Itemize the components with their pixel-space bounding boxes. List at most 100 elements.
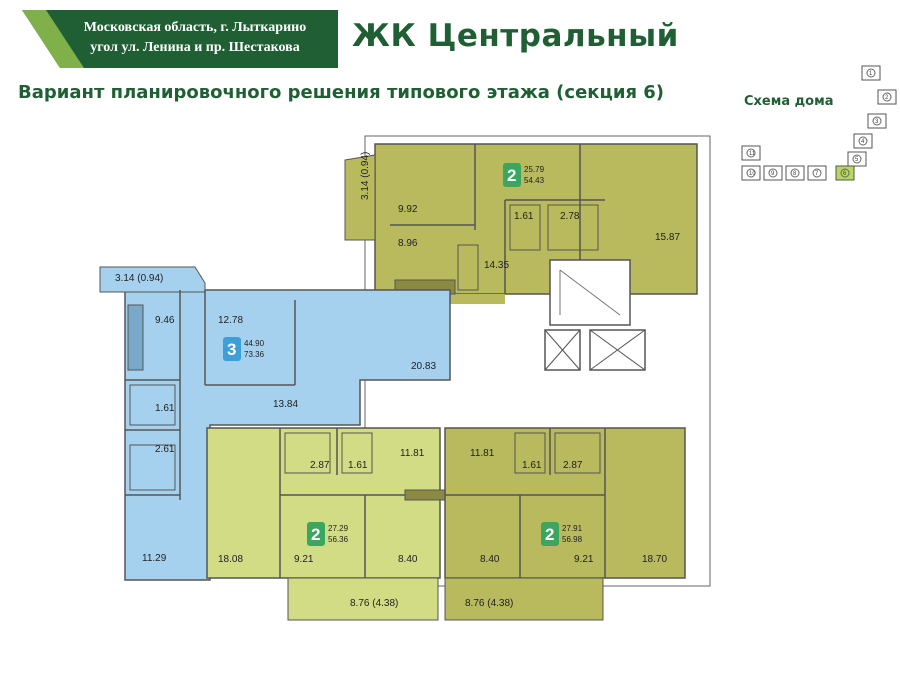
toilet-fixture <box>514 432 546 474</box>
living-area: 27.91 <box>562 524 583 533</box>
area-label: 8.40 <box>480 554 500 565</box>
scheme-section-marker <box>812 168 822 178</box>
scheme-section <box>847 151 867 167</box>
rooms-count: 2 <box>545 525 554 544</box>
area-label: 2.78 <box>560 211 580 222</box>
scheme-section-number: 7 <box>815 171 819 177</box>
kitchen-counter <box>127 304 144 371</box>
scheme-section-number: 6 <box>843 171 847 177</box>
scheme-section-marker <box>852 154 862 164</box>
banner-stripe <box>22 10 84 68</box>
apartment-badge-left: 3 44.90 73.36 <box>223 337 265 361</box>
page-title: ЖК Центральный <box>352 18 679 54</box>
bath-fixture <box>554 432 601 474</box>
scheme-section-number: 5 <box>855 157 859 163</box>
scheme-section <box>861 65 881 81</box>
scheme-section <box>835 165 855 181</box>
area-label: 8.40 <box>398 554 418 565</box>
apartment-badge-top: 2 25.79 54.43 <box>503 163 545 187</box>
stair-line <box>559 269 621 316</box>
scheme-section <box>785 165 805 181</box>
scheme-section <box>807 165 827 181</box>
rooms-count: 3 <box>227 340 236 359</box>
scheme-section-number: 11 <box>749 151 756 157</box>
elevator-cross <box>544 329 581 371</box>
address-line-2: угол ул. Ленина и пр. Шестакова <box>90 40 300 55</box>
area-label: 2.87 <box>563 460 583 471</box>
area-label: 18.70 <box>642 554 667 565</box>
scheme-section-number: 8 <box>793 171 797 177</box>
area-label: 8.96 <box>398 238 418 249</box>
bath-fixture <box>547 204 599 251</box>
living-area: 25.79 <box>524 165 545 174</box>
apartment-bottom-left-fill <box>206 427 441 579</box>
area-label: 3.14 (0.94) <box>115 273 163 284</box>
address-banner-shape <box>22 10 338 68</box>
scheme-section-marker <box>746 168 756 178</box>
area-label: 3.14 (0.94) <box>360 152 371 200</box>
badge-box <box>541 522 559 546</box>
area-label: 1.61 <box>155 403 175 414</box>
scheme-section-number: 1 <box>869 71 873 77</box>
area-label: 1.61 <box>348 460 368 471</box>
apartment-bottom-left <box>206 427 476 621</box>
scheme-section <box>853 133 873 149</box>
apartment-badge-bottom-right: 2 27.91 56.98 <box>541 522 583 546</box>
area-label: 9.21 <box>294 554 314 565</box>
balcony-top <box>344 154 376 241</box>
rooms-count: 2 <box>507 166 516 185</box>
scheme-section-marker <box>858 136 868 146</box>
scheme-section-number: 4 <box>861 139 865 145</box>
scheme-section-marker <box>746 148 756 158</box>
area-label: 14.35 <box>484 260 509 271</box>
area-label: 8.76 (4.38) <box>465 598 513 609</box>
area-label: 8.76 (4.38) <box>350 598 398 609</box>
scheme-section-number: 3 <box>875 119 879 125</box>
area-label: 2.87 <box>310 460 330 471</box>
page-subtitle: Вариант планировочного решения типового … <box>18 82 665 103</box>
hall-closet <box>457 244 479 291</box>
address-block: Московская область, г. Лыткарино угол ул… <box>60 18 330 58</box>
balcony-bottom-right <box>444 577 604 621</box>
total-area: 73.36 <box>244 350 265 359</box>
area-label: 11.29 <box>142 553 167 564</box>
apartment-badge-bottom-left: 2 27.29 56.36 <box>307 522 349 546</box>
apartment-bottom-right <box>444 427 686 621</box>
area-label: 9.92 <box>398 204 418 215</box>
area-label: 9.46 <box>155 315 175 326</box>
scheme-section-marker <box>872 116 882 126</box>
area-label: 15.87 <box>655 232 680 243</box>
area-label: 13.84 <box>273 399 298 410</box>
scheme-label: Схема дома <box>744 94 834 109</box>
badge-box <box>307 522 325 546</box>
toilet-fixture <box>509 204 541 251</box>
apartment-top-fill <box>374 143 698 295</box>
toilet-fixture <box>129 384 176 426</box>
total-area: 56.36 <box>328 535 349 544</box>
area-label: 9.21 <box>574 554 594 565</box>
scheme-section <box>763 165 783 181</box>
scheme-section-marker <box>790 168 800 178</box>
elevator-cross <box>589 329 646 371</box>
header-banner <box>22 10 338 68</box>
area-label: 1.61 <box>522 460 542 471</box>
badge-box <box>503 163 521 187</box>
bath-fixture <box>129 444 176 491</box>
scheme-section-marker <box>882 92 892 102</box>
scheme-section <box>741 165 761 181</box>
balcony-left <box>99 266 206 293</box>
badge-box <box>223 337 241 361</box>
area-label: 2.61 <box>155 444 175 455</box>
area-label: 20.83 <box>411 361 436 372</box>
scheme-section <box>877 89 897 105</box>
stairwell <box>544 259 646 371</box>
area-label: 12.78 <box>218 315 243 326</box>
bath-fixture <box>284 432 331 474</box>
scheme-section-number: 2 <box>885 95 889 101</box>
scheme-section <box>741 145 761 161</box>
balcony-bottom-left <box>287 577 439 621</box>
address-line-1: Московская область, г. Лыткарино <box>83 20 307 35</box>
scheme-section <box>867 113 887 129</box>
